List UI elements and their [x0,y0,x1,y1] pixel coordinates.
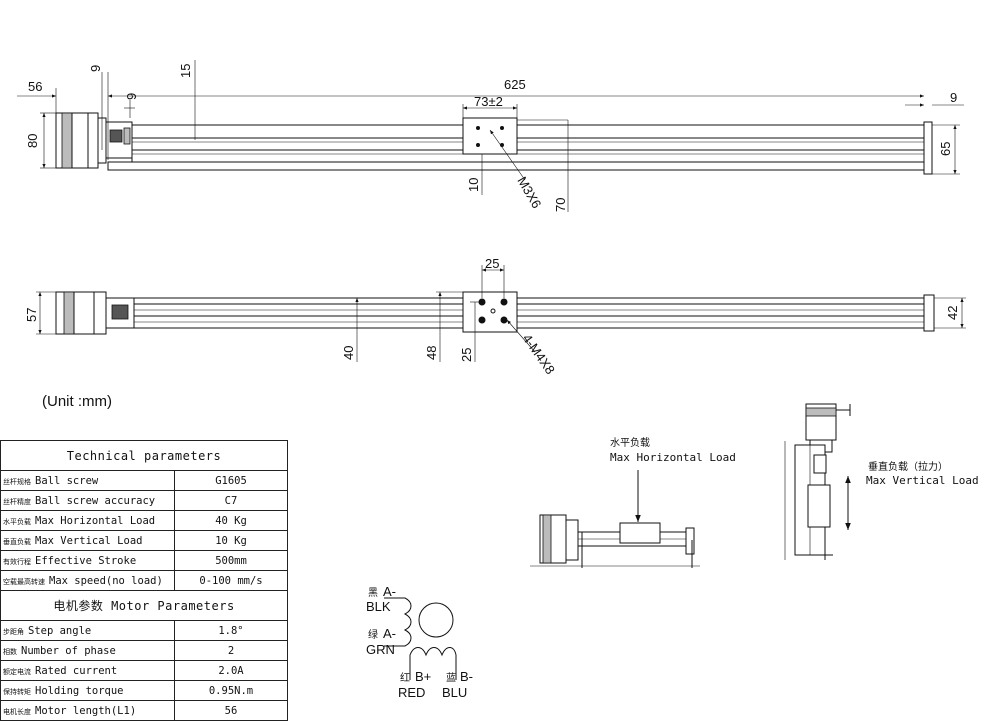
wire-b-plus: B+ [415,669,431,684]
slider-side [462,291,518,333]
end-cap-side [923,294,935,332]
wire-b-plus-color: RED [398,685,425,700]
wire-b-minus: B- [460,669,473,684]
dim-42: 42 [945,306,960,320]
dim-4-m4x8: 4-M4X8 [520,331,558,377]
dim-m3x6: M3X6 [514,174,544,211]
wire-a-plus-zh: 绿 [368,628,378,641]
dim-48: 48 [424,346,439,360]
vertical-load-diagram: 垂直负载（拉力） Max Vertical Load [784,403,979,560]
wire-b-minus-zh: 蓝 [446,672,456,684]
wire-a-minus-color: BLK [366,599,391,614]
dim-80: 80 [25,134,40,148]
motor-symbol [418,602,454,638]
side-view: 25 57 42 40 48 25 4-M4X8 [24,256,966,377]
motor-parameters-title: 电机参数 Motor Parameters [0,590,288,621]
wire-b-plus-zh: 红 [400,671,410,684]
dim-57: 57 [24,308,39,322]
dim-15: 15 [178,64,193,78]
wire-a-plus-color: GRN [366,642,395,657]
dim-56: 56 [28,79,42,94]
dim-9-small: 9 [88,65,103,72]
vertical-load-label: Max Vertical Load [866,474,979,487]
wire-b-minus-color: BLU [442,685,467,700]
dim-25-top: 25 [485,256,499,271]
technical-parameters-title: Technical parameters [0,440,288,471]
dim-25-side: 25 [459,348,474,362]
wire-a-minus: A- [383,584,396,599]
dim-70: 70 [553,198,568,212]
dim-625: 625 [504,77,526,92]
horizontal-load-diagram: 水平负载 Max Horizontal Load [530,436,736,568]
dim-9-coupler: 9 [124,93,139,100]
unit-label: (Unit :mm) [42,393,112,410]
dim-65: 65 [938,142,953,156]
wire-a-minus-zh: 黑 [368,587,378,599]
rail-side [133,297,925,329]
dim-40: 40 [341,346,356,360]
wire-a-plus: A- [383,626,396,641]
top-view: 56 9 625 9 15 80 73±2 9 65 10 M3X6 70 [17,60,964,212]
horizontal-load-zh: 水平负载 [610,436,650,449]
dim-73: 73±2 [474,94,503,109]
dim-9-end: 9 [950,90,957,105]
end-cap [923,121,933,175]
dim-10: 10 [466,178,481,192]
wiring-diagram: 黑 A- BLK 绿 A- GRN 红 B+ RED 蓝 B- BLU [366,584,473,700]
vertical-load-zh: 垂直负载（拉力） [868,460,948,473]
motor-side [55,291,107,335]
slider-block [462,117,518,155]
horizontal-load-label: Max Horizontal Load [610,451,736,464]
